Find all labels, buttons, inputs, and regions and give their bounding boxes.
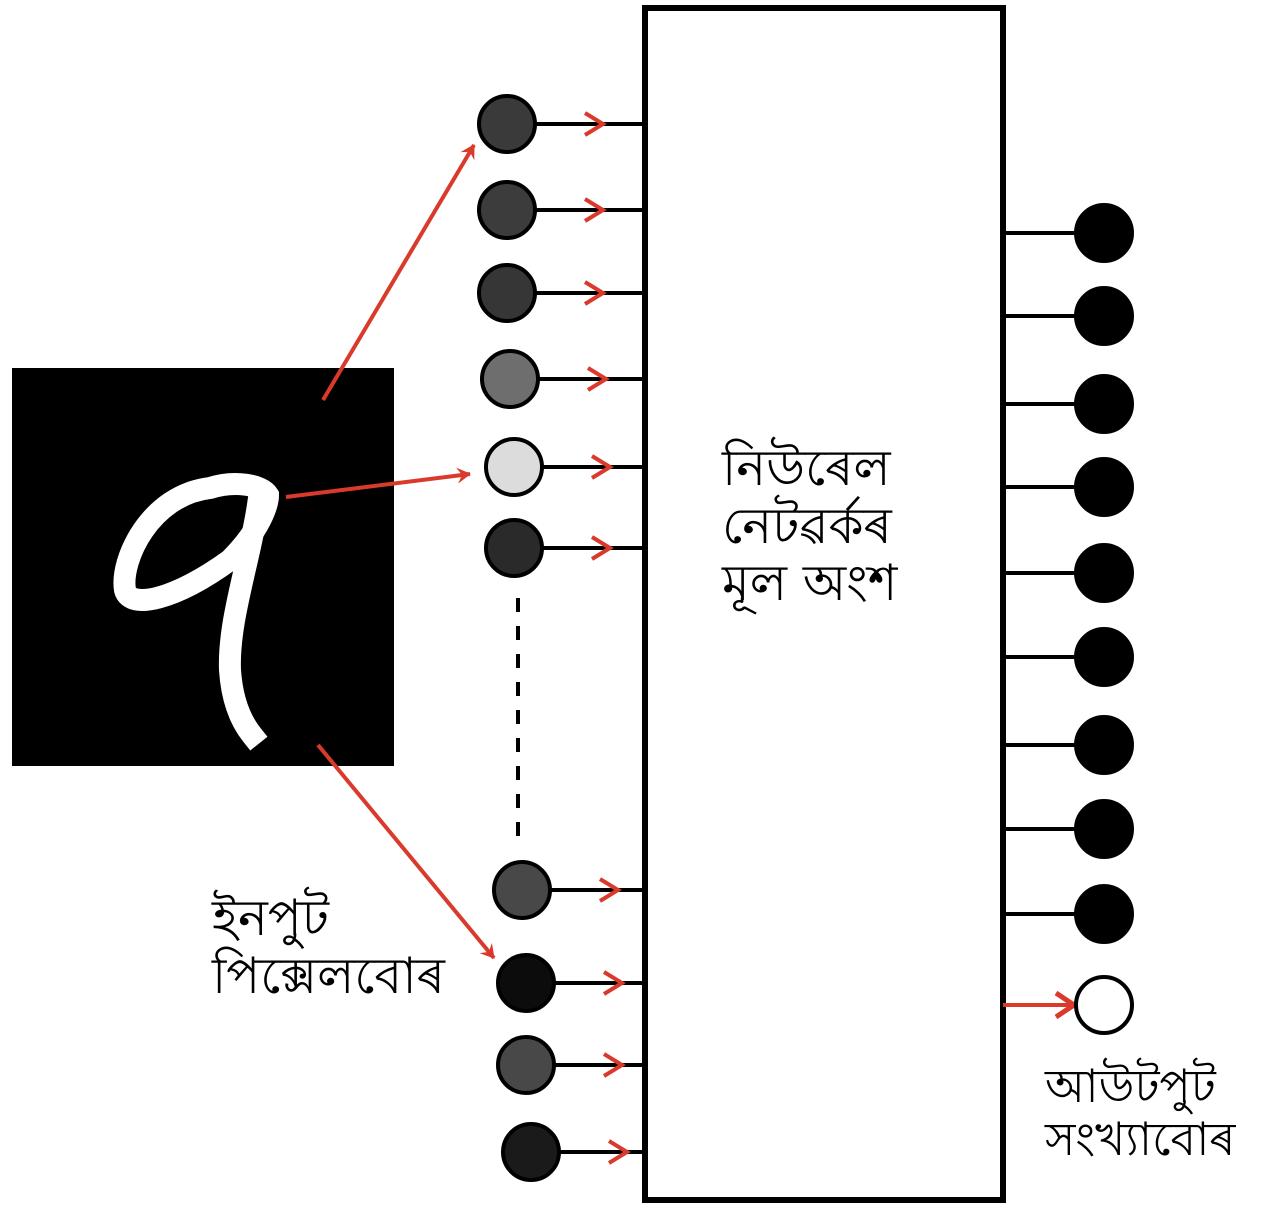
input-pixel-node — [480, 349, 540, 409]
output-node — [1074, 627, 1134, 687]
input-pixels-label: ইনপুট পিক্সেলবোৰ — [212, 889, 445, 1005]
handwritten-digit-image — [12, 368, 394, 766]
input-arrow-icon — [602, 1052, 626, 1078]
input-pixel-node — [501, 1122, 561, 1182]
input-arrow-icon — [590, 454, 614, 480]
output-node — [1074, 715, 1134, 775]
input-arrow-icon — [598, 877, 622, 903]
output-label-line-2: সংখ্যাবোৰ — [1045, 1111, 1236, 1166]
output-nodes — [1003, 203, 1134, 1035]
input-pixel-node — [492, 860, 552, 920]
input-pixel-node — [484, 437, 544, 497]
output-node — [1074, 374, 1134, 434]
input-label-line-2: পিক্সেলবোৰ — [212, 946, 445, 1005]
network-core-box — [642, 5, 1006, 1203]
core-label-line-3: মূল অংশ — [722, 554, 898, 612]
input-arrow-icon — [583, 280, 607, 306]
output-node — [1074, 203, 1134, 263]
image-to-bottom-node-arrow — [316, 743, 496, 960]
core-label-line-1: নিউৰেল — [722, 439, 891, 497]
input-pixel-node — [496, 953, 556, 1013]
output-node — [1074, 884, 1134, 944]
input-pixel-node — [484, 518, 544, 578]
image-to-middle-node-arrow — [285, 467, 471, 499]
output-node — [1074, 543, 1134, 603]
input-label-line-1: ইনপুট — [212, 889, 330, 947]
input-arrow-icon — [607, 1139, 631, 1165]
input-nodes — [477, 94, 645, 1182]
input-pixel-node — [477, 94, 537, 154]
input-pixel-node — [496, 1035, 556, 1095]
output-node — [1074, 799, 1134, 859]
input-arrow-icon — [583, 197, 607, 223]
core-label-line-2: নেটৱৰ্কৰ — [722, 496, 892, 555]
input-arrow-icon — [586, 366, 610, 392]
image-to-top-node-arrow — [321, 143, 476, 402]
output-node-active — [1074, 975, 1134, 1035]
input-arrow-icon — [590, 535, 614, 561]
output-numbers-label: আউটপুট সংখ্যাবোৰ — [1045, 1060, 1235, 1166]
input-pixel-node — [477, 263, 537, 323]
output-node — [1074, 457, 1134, 517]
network-core-label: নিউৰেল নেটৱৰ্কৰ মূল অংশ — [722, 439, 898, 613]
output-label-line-1: আউটপুট — [1045, 1059, 1216, 1113]
output-node — [1074, 286, 1134, 346]
input-pixel-node — [477, 180, 537, 240]
input-arrow-icon — [583, 111, 607, 137]
input-arrow-icon — [602, 970, 626, 996]
